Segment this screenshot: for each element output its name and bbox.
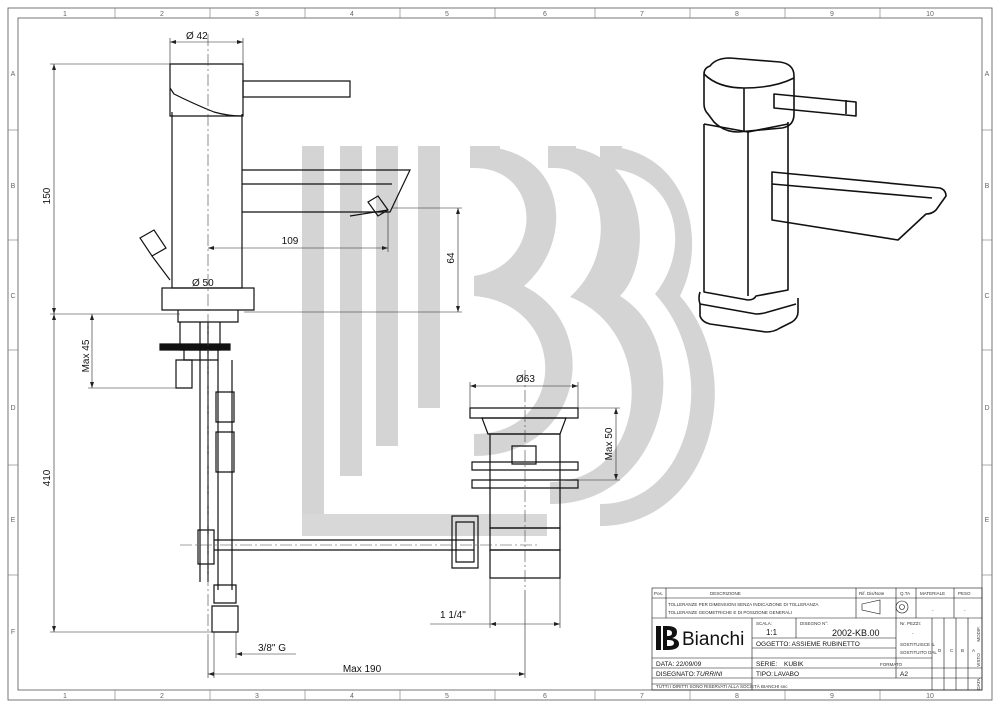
sheet-frame — [7, 7, 993, 701]
dim-thread-3-8-g: 3/8" G — [258, 643, 286, 654]
tb-copyright: TUTTI I DIRITTI SONO RISERVATI ALLA SOCI… — [656, 683, 788, 689]
grid-row-b: B — [11, 183, 16, 190]
tb-data: DATA: 22/09/09 — [656, 661, 702, 668]
grid-col-1-bottom: 1 — [63, 693, 67, 700]
tb-tipo-label: TIPO: — [756, 671, 773, 678]
title-block — [651, 587, 983, 691]
grid-col-3: 3 — [255, 11, 259, 18]
grid-col-7: 7 — [640, 11, 644, 18]
grid-row-c: C — [10, 293, 15, 300]
projection-symbol — [861, 599, 909, 615]
tb-material-value: - — [932, 608, 934, 613]
tb-serie-label: SERIE: — [756, 661, 778, 668]
grid-col-6-bottom: 6 — [543, 693, 547, 700]
grid-row-labels-right: A B C D E — [984, 71, 989, 524]
grid-col-8: 8 — [735, 11, 739, 18]
grid-row-c-right: C — [984, 293, 989, 300]
grid-col-10: 10 — [926, 11, 934, 18]
tb-modif-header: MODIF. — [976, 626, 981, 641]
tb-materiale-header: MATERIALE — [920, 591, 945, 596]
tb-sostituito: SOSTITUITO DAL — [900, 650, 937, 655]
dim-width-109: 109 — [282, 236, 299, 247]
dimension-labels: Ø 42 Ø 50 Ø63 150 410 Max 45 109 64 Max … — [42, 31, 615, 675]
dim-diameter-63: Ø63 — [516, 374, 535, 385]
tb-tipo-value: LAVABO — [774, 671, 799, 678]
grid-col-2: 2 — [160, 11, 164, 18]
grid-ticks — [8, 8, 992, 700]
bianchi-logo: Bianchi — [656, 626, 744, 650]
tb-disegnato-label: DISEGNATO: — [656, 671, 696, 678]
dim-thread-1-1-4: 1 1/4" — [440, 610, 466, 621]
grid-col-7-bottom: 7 — [640, 693, 644, 700]
dim-max-190: Max 190 — [343, 664, 382, 675]
dim-height-410: 410 — [42, 469, 53, 486]
tb-scala-label: SCALA: — [756, 621, 772, 626]
grid-row-d-right: D — [984, 405, 989, 412]
tb-pezzi-value: - — [912, 631, 914, 636]
tb-disegnato-value: TURRINI — [696, 671, 723, 678]
tb-formato-value: A2 — [900, 671, 908, 678]
tb-descrizione-header: DESCRIZIONE — [710, 591, 741, 596]
tb-peso-value: - — [964, 608, 966, 613]
tb-oggetto: OGGETTO: ASSIEME RUBINETTO — [756, 641, 860, 648]
grid-row-a-right: A — [985, 71, 990, 78]
dimension-lines — [50, 38, 620, 678]
centre-lines — [180, 34, 540, 640]
grid-row-e: E — [11, 517, 16, 524]
tb-sostituisce: SOSTITUISCE IL — [900, 642, 936, 647]
tb-visto-header: VISTO — [976, 653, 981, 667]
grid-col-9-bottom: 9 — [830, 693, 834, 700]
tb-qta-header: Q.TA — [900, 591, 910, 596]
grid-col-8-bottom: 8 — [735, 693, 739, 700]
grid-col-5-bottom: 5 — [445, 693, 449, 700]
tb-disegno-label: DISEGNO N°: — [800, 621, 828, 626]
grid-column-labels-top: 1 2 3 4 5 6 7 8 9 10 — [63, 11, 934, 18]
dim-diameter-42: Ø 42 — [186, 31, 208, 42]
title-block-text: Pos. DESCRIZIONE Rif. Dis/Note Q.TA MATE… — [654, 591, 981, 690]
tb-revision-d: D — [938, 648, 942, 653]
tb-rif-header: Rif. Dis/Note — [859, 591, 885, 596]
grid-col-6: 6 — [543, 11, 547, 18]
dim-max-45: Max 45 — [81, 339, 92, 372]
dim-max-50: Max 50 — [604, 427, 615, 460]
grid-col-3-bottom: 3 — [255, 693, 259, 700]
grid-row-labels-left: A B C D E F — [10, 71, 15, 636]
dimension-arrows — [52, 40, 618, 676]
grid-col-5: 5 — [445, 11, 449, 18]
faucet-isometric-view — [698, 57, 947, 333]
tb-revision-c: C — [950, 648, 954, 653]
tb-revision-a: A — [972, 648, 975, 653]
tb-formato-label: FORMATO — [880, 662, 903, 667]
tb-tolerance-note-1: TOLLERANZE PER DIMENSIONI SENZA INDICAZI… — [668, 602, 819, 607]
dim-height-150: 150 — [42, 187, 53, 204]
grid-row-f: F — [11, 629, 15, 636]
grid-column-labels-bottom: 1 2 3 4 5 6 7 8 9 10 — [63, 693, 934, 700]
faucet-front-view — [139, 63, 474, 633]
grid-row-e-right: E — [985, 517, 990, 524]
tb-serie-value: KUBIK — [784, 661, 804, 668]
grid-col-4-bottom: 4 — [350, 693, 354, 700]
tb-pezzi-label: Nr. PEZZI: — [900, 621, 921, 626]
grid-col-1: 1 — [63, 11, 67, 18]
tb-scala-value: 1:1 — [766, 628, 778, 637]
grid-col-10-bottom: 10 — [926, 693, 934, 700]
tb-data-header: DATA — [976, 678, 981, 689]
grid-row-d: D — [10, 405, 15, 412]
bianchi-logo-mark — [656, 626, 679, 650]
dim-height-64: 64 — [446, 252, 457, 264]
tb-tolerance-note-2: TOLLERANZE GEOMETRICHE E DI POSIZIONE GE… — [668, 610, 792, 615]
watermark-logo — [302, 146, 715, 536]
brand-name: Bianchi — [682, 629, 744, 650]
tb-peso-header: PESO — [958, 591, 971, 596]
grid-row-b-right: B — [985, 183, 990, 190]
grid-col-4: 4 — [350, 11, 354, 18]
dim-diameter-50: Ø 50 — [192, 278, 214, 289]
tb-pos-header: Pos. — [654, 591, 663, 596]
grid-row-a: A — [11, 71, 16, 78]
grid-col-9: 9 — [830, 11, 834, 18]
tb-revision-b: B — [961, 648, 964, 653]
grid-col-2-bottom: 2 — [160, 693, 164, 700]
tb-disegno-value: 2002-KB.00 — [832, 628, 880, 638]
